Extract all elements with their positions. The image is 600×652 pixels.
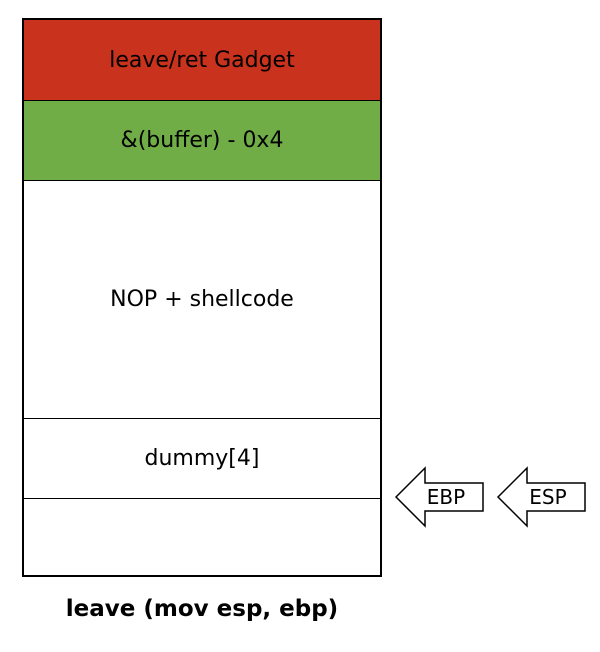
stack-cell-dummy: dummy[4] [24,419,380,499]
stack-cell-nop-shellcode: NOP + shellcode [24,181,380,419]
stack-cell-label: leave/ret Gadget [109,47,295,73]
stack-cell-leave-ret-gadget: leave/ret Gadget [24,20,380,101]
esp-pointer-arrow: ESP [496,466,586,528]
stack-cell-label: &(buffer) - 0x4 [120,128,284,153]
diagram-caption: leave (mov esp, ebp) [65,596,339,622]
ebp-label: EBP [427,485,465,509]
stack-diagram: leave/ret Gadget &(buffer) - 0x4 NOP + s… [22,18,382,577]
stack-cell-label: dummy[4] [144,446,260,471]
stack-cell-empty [24,499,380,575]
pointer-arrows: EBP ESP [395,466,586,528]
left-arrow-icon [496,466,586,528]
left-arrow-icon [395,466,484,528]
stack-cell-buffer-address: &(buffer) - 0x4 [24,101,380,181]
stack-cell-label: NOP + shellcode [110,287,294,312]
esp-label: ESP [529,485,566,509]
ebp-pointer-arrow: EBP [395,466,484,528]
